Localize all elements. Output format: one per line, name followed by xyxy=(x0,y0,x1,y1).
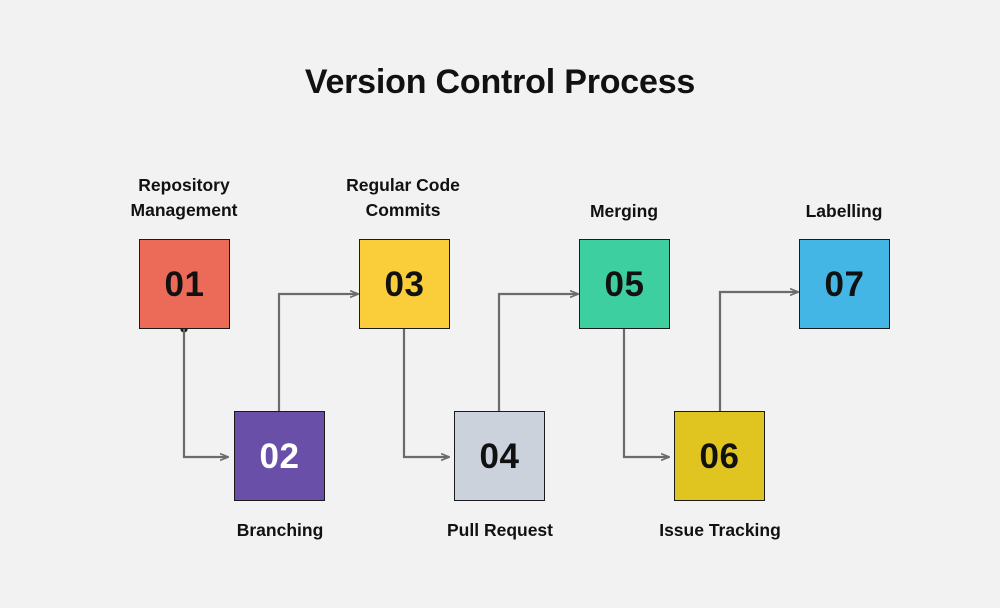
connector-06-to-07 xyxy=(718,292,798,411)
step-number-05: 05 xyxy=(604,264,645,304)
step-caption-07: Labelling xyxy=(805,201,883,221)
connector-01-to-02 xyxy=(180,325,228,457)
step-node-04[interactable]: 04 xyxy=(454,411,545,501)
step-caption-05: Merging xyxy=(589,201,659,221)
step-number-02: 02 xyxy=(259,436,300,476)
step-caption-01: Repository Management xyxy=(130,175,238,221)
step-caption-03: Regular Code Commits xyxy=(346,175,460,221)
step-number-04: 04 xyxy=(479,436,520,476)
step-node-03[interactable]: 03 xyxy=(359,239,450,329)
diagram-title: Version Control Process xyxy=(304,63,696,101)
step-node-06[interactable]: 06 xyxy=(674,411,765,501)
step-number-03: 03 xyxy=(384,264,425,304)
connector-03-to-04 xyxy=(402,329,449,457)
step-number-06: 06 xyxy=(699,436,740,476)
step-number-07: 07 xyxy=(824,264,865,304)
step-number-01: 01 xyxy=(164,264,205,304)
connector-04-to-05 xyxy=(497,294,578,411)
step-node-02[interactable]: 02 xyxy=(234,411,325,501)
connector-05-to-06 xyxy=(622,329,669,457)
step-caption-02: Branching xyxy=(236,520,324,540)
step-caption-06: Issue Tracking xyxy=(659,520,781,540)
step-node-01[interactable]: 01 xyxy=(139,239,230,329)
step-node-07[interactable]: 07 xyxy=(799,239,890,329)
step-caption-04: Pull Request xyxy=(447,520,553,540)
connector-02-to-03 xyxy=(277,294,358,411)
step-node-05[interactable]: 05 xyxy=(579,239,670,329)
